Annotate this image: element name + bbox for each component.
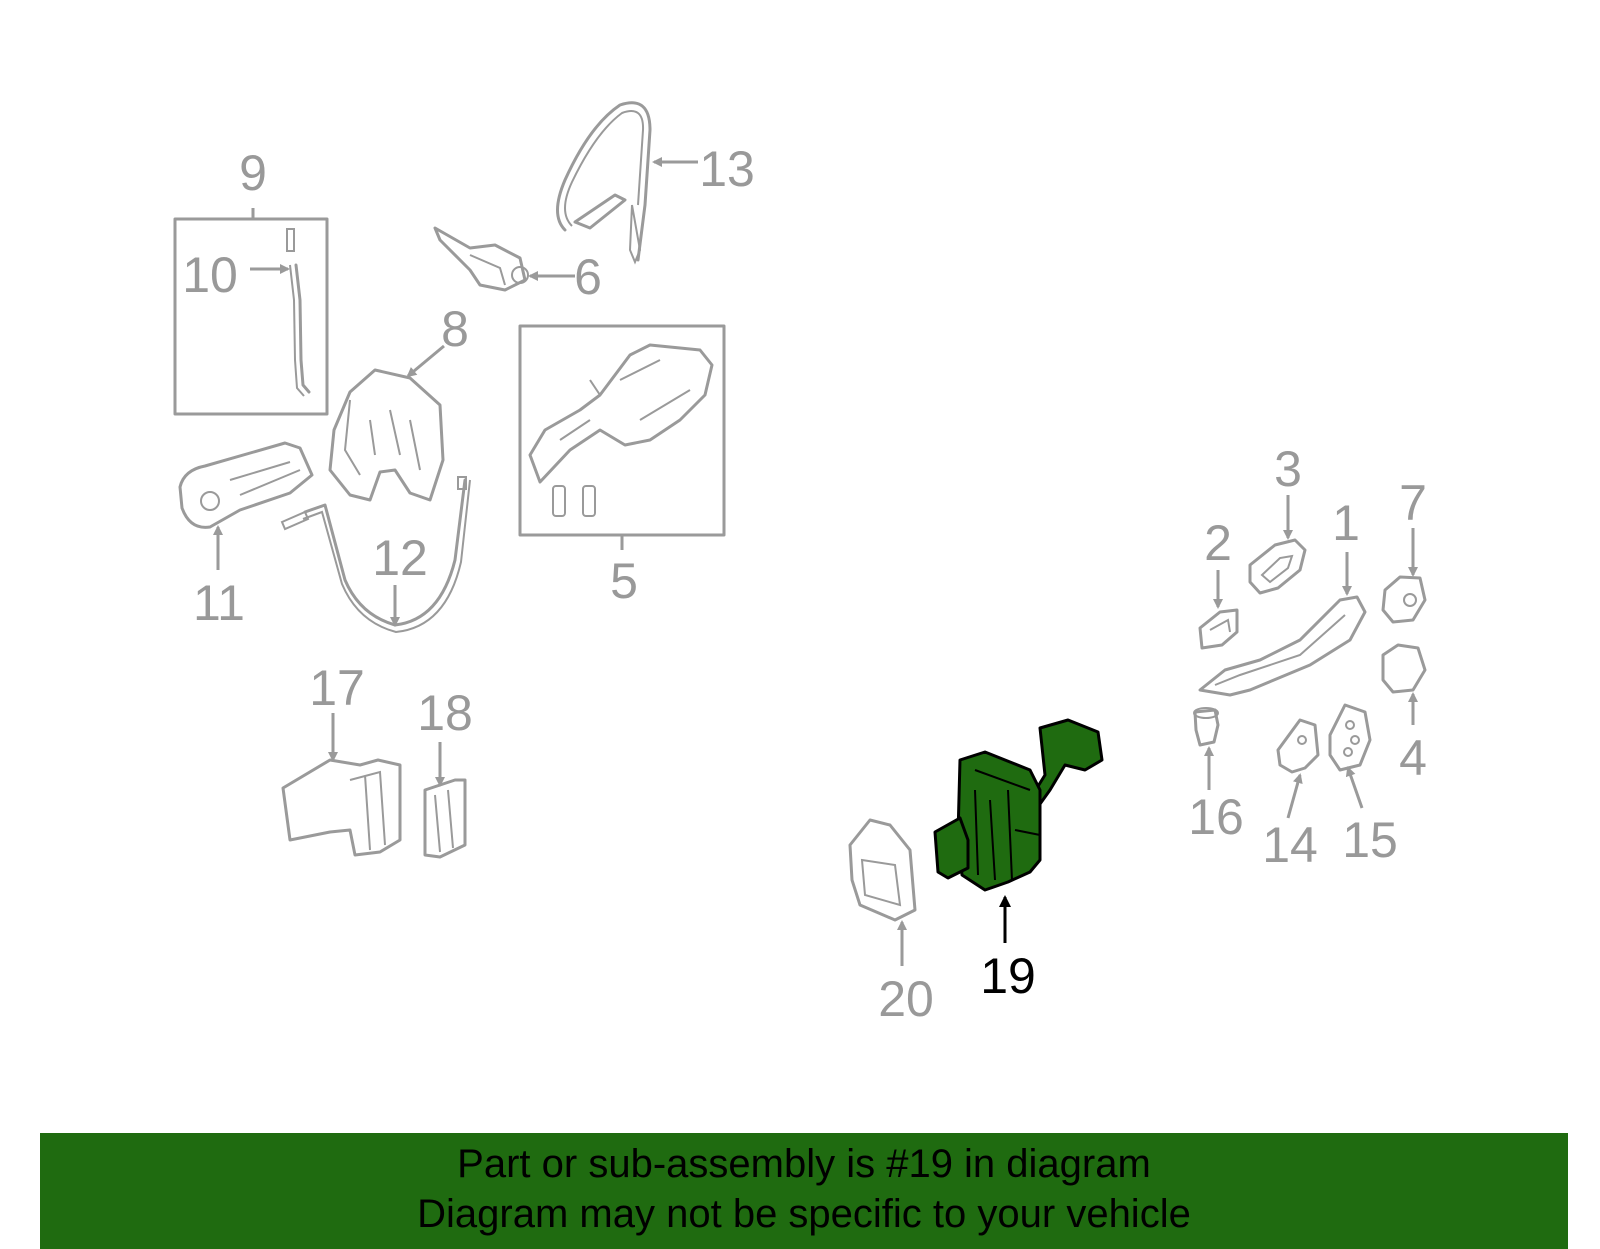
part-20-bracket [848, 818, 917, 966]
info-banner: Part or sub-assembly is #19 in diagram D… [40, 1133, 1568, 1249]
callout-4: 4 [1399, 730, 1427, 786]
callout-6: 6 [574, 249, 602, 305]
callout-7: 7 [1399, 475, 1427, 531]
callout-9: 9 [239, 145, 267, 201]
callout-14: 14 [1262, 817, 1318, 873]
callout-16: 16 [1188, 789, 1244, 845]
banner-line-2: Diagram may not be specific to your vehi… [417, 1192, 1191, 1236]
part-19-door-check [933, 718, 1104, 943]
part-8-latch [328, 344, 445, 502]
part-9-box [173, 208, 329, 416]
part-18-bracket [423, 742, 467, 859]
callout-1: 1 [1332, 495, 1360, 551]
part-14-bracket [1276, 718, 1320, 819]
part-6-cylinder [433, 226, 575, 292]
callout-15: 15 [1342, 812, 1398, 868]
callout-10: 10 [182, 247, 238, 303]
callout-17: 17 [309, 660, 365, 716]
part-1-outer-handle [1198, 552, 1367, 697]
callout-3: 3 [1274, 441, 1302, 497]
callout-19: 19 [980, 948, 1036, 1004]
part-13-cable [556, 101, 698, 265]
part-15-plate [1328, 703, 1372, 809]
part-17-hinge [281, 713, 402, 857]
callout-11: 11 [193, 575, 245, 631]
callout-5: 5 [610, 553, 638, 609]
part-2-cap [1198, 570, 1239, 650]
banner-line-1: Part or sub-assembly is #19 in diagram [457, 1142, 1151, 1186]
part-7-cap [1381, 528, 1427, 624]
part-4-cap [1381, 643, 1427, 725]
part-5-box [518, 324, 726, 550]
callout-18: 18 [417, 685, 473, 741]
callout-12: 12 [372, 530, 428, 586]
callout-20: 20 [878, 971, 934, 1027]
part-16-grommet [1193, 707, 1220, 790]
callout-2: 2 [1204, 515, 1232, 571]
part-12-rod [280, 476, 471, 634]
part-3-gasket [1248, 495, 1307, 595]
callout-8: 8 [441, 301, 469, 357]
part-11-handle [178, 441, 314, 570]
callout-13: 13 [699, 141, 755, 197]
